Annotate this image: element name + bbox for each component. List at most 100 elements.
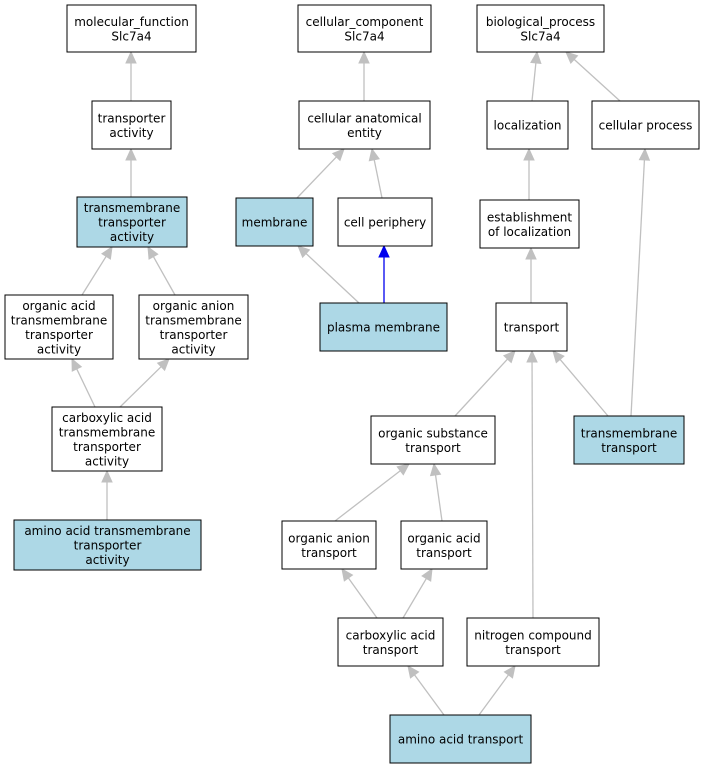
edge-ost-to-tr-line <box>454 358 509 417</box>
edge-catta-to-oantta-line <box>119 366 162 408</box>
node-tta-label-line: transporter <box>98 216 166 230</box>
edge-mem-to-cae-line <box>296 156 337 199</box>
node-aat-box <box>389 714 532 764</box>
edge-oat-to-ost-arrowhead <box>429 462 442 477</box>
node-oantta-label-line: activity <box>171 342 215 356</box>
edge-pm-to-cp-arrowhead <box>378 244 390 258</box>
edge-tta-to-ta <box>125 147 137 197</box>
edge-catta-to-oatta-line <box>76 368 96 408</box>
node-aat[interactable]: amino acid transport <box>389 714 532 764</box>
node-tta-label-line: transmembrane <box>84 201 181 215</box>
edge-cat-to-oat-arrowhead <box>421 567 433 582</box>
edge-cellp-to-bp <box>565 51 621 102</box>
edge-pm-to-mem-arrowhead <box>297 245 311 259</box>
node-tta-label-line: activity <box>110 230 154 244</box>
node-oantta[interactable]: organic aniontransmembranetransporteract… <box>138 294 249 360</box>
edge-aatta-to-catta-arrowhead <box>101 469 113 483</box>
edge-cat-to-oat-line <box>402 578 427 619</box>
node-pm[interactable]: plasma membrane <box>319 302 448 352</box>
node-tmt-label-line: transmembrane <box>581 426 678 440</box>
edge-nct-to-tr <box>526 349 538 619</box>
edge-cp-to-cae-arrowhead <box>368 147 380 162</box>
edge-cp-to-cae-line <box>373 159 383 199</box>
node-catta-label-line: transporter <box>73 440 141 454</box>
node-tr[interactable]: transport <box>495 302 568 352</box>
node-oantta-box <box>138 294 249 360</box>
node-oatta-label-line: activity <box>37 342 81 356</box>
node-eloc-label-line: of localization <box>488 225 571 239</box>
node-catta[interactable]: carboxylic acidtransmembranetransportera… <box>51 406 163 472</box>
nodes-layer: molecular_functionSlc7a4transporteractiv… <box>4 4 700 764</box>
node-eloc-box <box>479 199 580 249</box>
node-mf-box <box>66 4 197 53</box>
node-aat-label-line: amino acid transport <box>398 733 524 747</box>
edge-tmt-to-tr-line <box>559 358 609 417</box>
edge-tr-to-eloc <box>525 246 537 303</box>
node-cp[interactable]: cell periphery <box>337 197 433 247</box>
node-cat-box <box>337 617 444 667</box>
edge-nct-to-tr-arrowhead <box>526 349 538 363</box>
node-cellp[interactable]: cellular process <box>591 100 700 150</box>
edge-ost-to-tr-arrowhead <box>502 350 516 364</box>
node-aatta-box <box>13 519 202 571</box>
node-oantta-label-line: organic anion <box>153 299 235 313</box>
edge-mem-to-cae <box>296 148 345 199</box>
edge-catta-to-oatta <box>71 357 96 408</box>
node-oatta-box <box>4 294 114 360</box>
node-mem-box <box>235 197 314 247</box>
edge-oant-to-ost-line <box>334 470 401 522</box>
node-oant-box <box>281 520 377 570</box>
edge-cellp-to-bp-line <box>573 58 621 102</box>
edge-ta-to-mf <box>125 50 137 101</box>
node-oat-label-line: transport <box>416 546 472 560</box>
node-oatta-label-line: transmembrane <box>11 313 108 327</box>
node-aatta[interactable]: amino acid transmembranetransporteractiv… <box>13 519 202 571</box>
node-tta-box <box>76 196 188 248</box>
edge-catta-to-oantta-arrowhead <box>156 358 170 372</box>
edge-pm-to-mem-line <box>305 253 360 304</box>
edge-tta-to-ta-arrowhead <box>125 147 137 161</box>
node-oant-label-line: transport <box>301 546 357 560</box>
node-aatta-label-line: amino acid transmembrane <box>24 524 190 538</box>
node-oat-label-line: organic acid <box>407 531 480 545</box>
node-ta-label-line: activity <box>109 126 153 140</box>
edge-aat-to-cat-arrowhead <box>407 665 420 679</box>
edge-ost-to-tr <box>454 350 516 417</box>
edge-oatta-to-tta-arrowhead <box>101 245 113 260</box>
edge-eloc-to-loc-arrowhead <box>523 147 535 161</box>
edge-cae-to-cc <box>358 50 370 101</box>
edge-oat-to-ost <box>429 462 443 522</box>
edge-oatta-to-tta <box>81 245 113 296</box>
node-mf-label-line: Slc7a4 <box>111 29 151 43</box>
edge-tmt-to-tr <box>552 350 609 417</box>
node-tmt-box <box>573 415 685 465</box>
node-nct-label-line: transport <box>505 643 561 657</box>
edge-aat-to-nct-arrowhead <box>503 665 516 679</box>
node-oatta-label-line: organic acid <box>22 299 95 313</box>
edge-aat-to-nct <box>478 665 516 716</box>
node-tr-box <box>495 302 568 352</box>
node-nct-label-line: nitrogen compound <box>474 628 592 642</box>
edge-loc-to-bp-line <box>531 62 537 102</box>
node-oatta[interactable]: organic acidtransmembranetransporteracti… <box>4 294 114 360</box>
node-ta-label-line: transporter <box>98 111 166 125</box>
edge-pm-to-cp <box>378 244 390 303</box>
node-loc[interactable]: localization <box>486 100 569 150</box>
node-mem[interactable]: membrane <box>235 197 314 247</box>
edge-aat-to-cat <box>407 665 445 716</box>
edge-cat-to-oant <box>341 568 378 619</box>
